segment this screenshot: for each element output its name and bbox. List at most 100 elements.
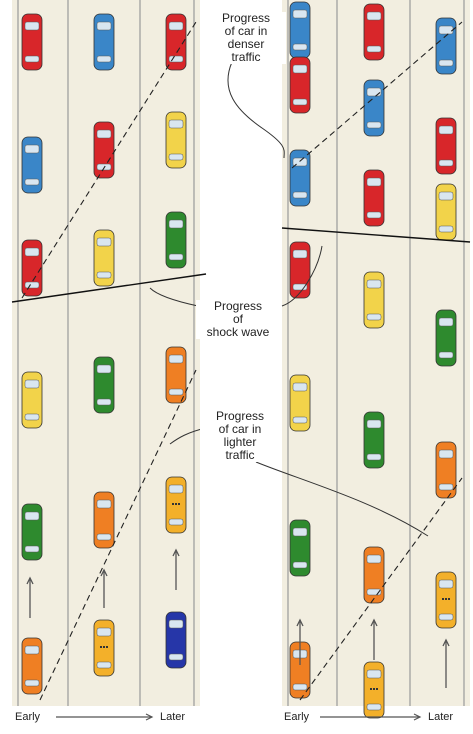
car <box>21 637 43 695</box>
label-shock-wave-progress: Progress of shock wave <box>196 300 280 339</box>
car-rear-window <box>96 398 112 406</box>
lane-arrow-head <box>296 618 304 627</box>
shock-wave-line-left <box>11 273 207 303</box>
car <box>363 79 385 137</box>
car-windshield <box>438 449 454 459</box>
taxi-checker <box>370 688 372 690</box>
car-rear-window <box>168 55 184 63</box>
taxi-checker <box>442 598 444 600</box>
car <box>435 17 457 75</box>
axis-early-right: Early <box>284 711 310 723</box>
car-rear-window <box>366 211 382 219</box>
car-windshield <box>96 21 112 31</box>
car-windshield <box>24 645 40 655</box>
car <box>93 491 115 549</box>
car <box>165 211 187 269</box>
leader-shock-right <box>281 245 323 307</box>
car <box>165 111 187 169</box>
car-windshield <box>96 129 112 139</box>
lane-arrow-head <box>26 576 34 585</box>
car-windshield <box>366 279 382 289</box>
progress-lines-layer <box>11 21 471 701</box>
lane-arrow-head <box>442 638 450 647</box>
label-light-car-progress: Progress of car in lighter traffic <box>200 410 280 462</box>
car-windshield <box>24 247 40 257</box>
car-windshield <box>292 527 308 537</box>
roads-layer <box>12 0 470 706</box>
car <box>289 1 311 59</box>
car <box>93 619 115 677</box>
axis-early-left: Early <box>15 711 41 723</box>
car-rear-window <box>24 178 40 186</box>
car-windshield <box>168 619 184 629</box>
taxi-checker <box>373 688 375 690</box>
car-windshield <box>438 25 454 35</box>
car <box>363 169 385 227</box>
taxi-checker <box>448 598 450 600</box>
light-car-line-left <box>39 369 197 701</box>
shock-wave-line-right <box>281 227 471 243</box>
car-windshield <box>366 177 382 187</box>
car-windshield <box>366 11 382 21</box>
car <box>435 183 457 241</box>
car <box>21 503 43 561</box>
car-rear-window <box>96 533 112 541</box>
car-windshield <box>24 379 40 389</box>
car-windshield <box>96 364 112 374</box>
lane-arrow-head <box>370 618 378 627</box>
car <box>289 56 311 114</box>
car <box>289 519 311 577</box>
car-windshield <box>168 21 184 31</box>
car <box>165 476 187 534</box>
car <box>363 661 385 719</box>
taxi-checker <box>100 646 102 648</box>
cars-layer <box>21 1 457 719</box>
car <box>289 374 311 432</box>
car-rear-window <box>438 159 454 167</box>
car-rear-window <box>366 121 382 129</box>
car-windshield <box>366 419 382 429</box>
car-rear-window <box>438 613 454 621</box>
car-windshield <box>168 219 184 229</box>
car-windshield <box>168 354 184 364</box>
car-windshield <box>96 627 112 637</box>
car-rear-window <box>168 153 184 161</box>
car-windshield <box>366 87 382 97</box>
dense-car-line-right <box>291 21 463 169</box>
car <box>21 136 43 194</box>
car <box>93 229 115 287</box>
car-windshield <box>168 484 184 494</box>
car-rear-window <box>292 561 308 569</box>
time-arrow-head <box>145 713 154 721</box>
car-rear-window <box>24 55 40 63</box>
car-rear-window <box>366 313 382 321</box>
car-rear-window <box>438 351 454 359</box>
taxi-checker <box>376 688 378 690</box>
light-car-line-right <box>299 477 463 701</box>
axis-later-left: Later <box>160 711 186 723</box>
car-windshield <box>96 499 112 509</box>
leader-shock-left <box>149 287 199 307</box>
car <box>165 346 187 404</box>
car-windshield <box>366 669 382 679</box>
car-rear-window <box>438 483 454 491</box>
car-rear-window <box>168 388 184 396</box>
car <box>435 117 457 175</box>
car-windshield <box>168 119 184 129</box>
car-windshield <box>24 144 40 154</box>
car <box>165 611 187 669</box>
car <box>93 356 115 414</box>
car-rear-window <box>292 98 308 106</box>
car <box>363 411 385 469</box>
car-windshield <box>24 511 40 521</box>
car-rear-window <box>168 653 184 661</box>
car-windshield <box>438 579 454 589</box>
car-windshield <box>96 237 112 247</box>
lane-arrow-head <box>172 548 180 557</box>
car-windshield <box>438 125 454 135</box>
time-arrow-head <box>413 713 422 721</box>
car-rear-window <box>292 416 308 424</box>
car <box>363 546 385 604</box>
car-windshield <box>438 317 454 327</box>
car <box>93 13 115 71</box>
